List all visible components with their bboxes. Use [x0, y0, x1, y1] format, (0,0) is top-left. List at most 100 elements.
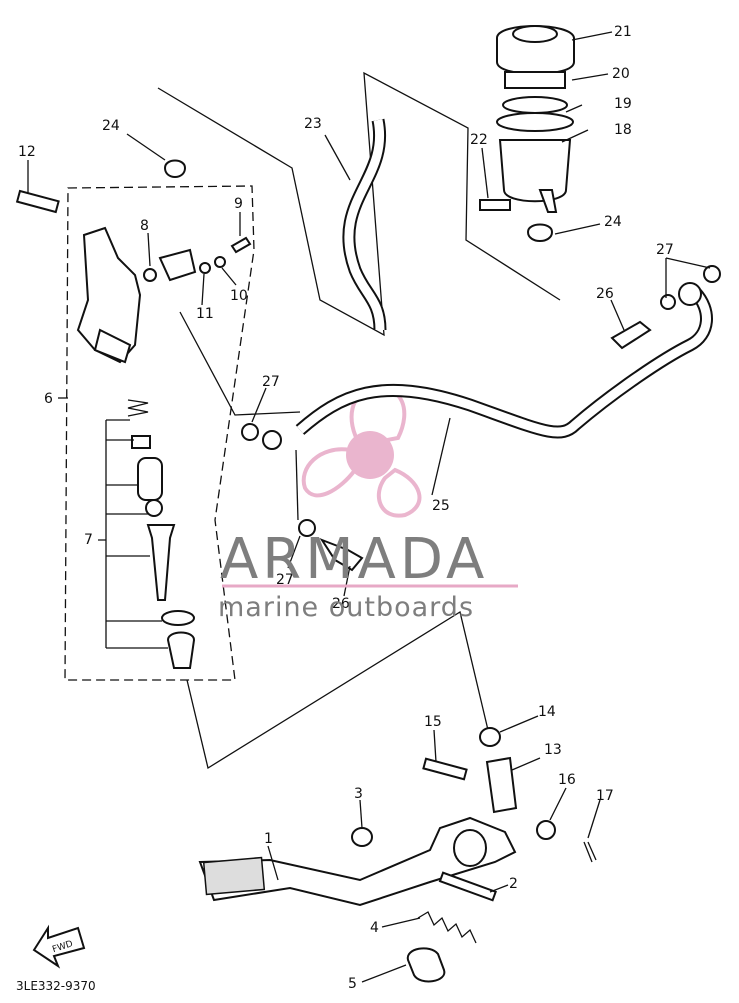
- callout-1: 1: [264, 831, 273, 847]
- reservoir-assembly: [479, 25, 575, 242]
- pedal-pad: [202, 856, 266, 896]
- callout-26-left: 26: [332, 596, 350, 612]
- fwd-arrow-icon: [32, 924, 86, 969]
- callout-27-mid: 27: [262, 374, 280, 390]
- bolt-12: [15, 189, 60, 214]
- watermark-tagline: marine outboards: [218, 592, 474, 623]
- callout-27-bottom: 27: [276, 572, 294, 588]
- clip-24-left: [163, 159, 187, 178]
- hose-25: [295, 287, 713, 439]
- hose-25-inner: [297, 288, 711, 437]
- spring-seat: [131, 435, 151, 449]
- callout-14: 14: [538, 704, 556, 720]
- callout-18: 18: [614, 122, 632, 138]
- callout-11: 11: [196, 306, 214, 322]
- propeller-hub: [346, 431, 394, 479]
- union-bolt-26-bottom: [319, 537, 364, 572]
- leader-lines: [27, 31, 711, 983]
- master-cylinder-body: [76, 226, 142, 364]
- washer-27-c: [298, 519, 316, 537]
- outline-mid: [179, 311, 301, 416]
- callout-21: 21: [614, 24, 632, 40]
- callout-26-right: 26: [596, 286, 614, 302]
- callout-10: 10: [230, 288, 248, 304]
- watermark-text: ARMADA marine outboards: [218, 527, 518, 623]
- callout-4: 4: [370, 920, 379, 936]
- group-7-bracket: [98, 419, 168, 649]
- callout-23: 23: [304, 116, 322, 132]
- cotter-pin-17: [583, 841, 597, 863]
- push-rod: [146, 524, 176, 601]
- fwd-arrow: FWD: [32, 924, 86, 969]
- outline-top: [157, 71, 561, 337]
- o-ring-8: [143, 268, 157, 282]
- callout-27-top-right: 27: [656, 242, 674, 258]
- washer-27-b: [241, 423, 259, 441]
- spring: [127, 399, 149, 417]
- brake-pedal: [198, 727, 597, 983]
- clevis-13: [485, 756, 518, 814]
- propeller-blade-left: [301, 447, 358, 498]
- callout-20: 20: [612, 66, 630, 82]
- reservoir-bolt-22: [479, 199, 511, 211]
- washer-27-d: [703, 265, 721, 283]
- reservoir-outlet: [538, 189, 558, 213]
- washer-27-e: [660, 294, 676, 310]
- reservoir-body: [498, 139, 572, 203]
- propeller-blade-right: [376, 467, 422, 518]
- reservoir-diaphragm: [502, 96, 568, 114]
- washer-10: [214, 256, 226, 268]
- internal-parts: [98, 399, 196, 669]
- callout-15: 15: [424, 714, 442, 730]
- washer-11: [199, 262, 211, 274]
- piston-ball: [145, 499, 163, 517]
- screw-9: [230, 236, 252, 254]
- union-bolt-26-top: [610, 320, 652, 350]
- callout-16: 16: [558, 772, 576, 788]
- sleeve-5: [406, 947, 446, 983]
- washer-16: [536, 820, 556, 840]
- diagram-code: 3LE332-9370: [16, 979, 96, 993]
- hose-fitting-top: [678, 282, 702, 306]
- callout-19: 19: [614, 96, 632, 112]
- callout-12: 12: [18, 144, 36, 160]
- callout-labels: 1 2 3 4 5 6 7 8 9 10 11 12 13 14 15 16 1…: [18, 24, 674, 992]
- pedal-arm: [198, 816, 517, 907]
- hose-23-inner: [344, 119, 385, 331]
- reservoir-ring: [496, 112, 574, 132]
- callout-22: 22: [470, 132, 488, 148]
- callout-3: 3: [354, 786, 363, 802]
- callout-13: 13: [544, 742, 562, 758]
- master-cylinder: [15, 159, 252, 364]
- nut-14: [479, 727, 501, 747]
- fitting-8-assembly: [158, 248, 197, 282]
- outline-bottom: [186, 610, 489, 770]
- callout-5: 5: [348, 976, 357, 992]
- master-cylinder-bore: [93, 328, 132, 364]
- watermark-brand: ARMADA: [220, 527, 488, 592]
- reservoir-cap-top: [512, 25, 558, 43]
- callout-2: 2: [509, 876, 518, 892]
- callout-24-right: 24: [604, 214, 622, 230]
- spring-4: [417, 911, 477, 944]
- nut-3: [351, 827, 373, 847]
- callout-9: 9: [234, 196, 243, 212]
- reservoir-clip-24: [526, 223, 554, 242]
- callout-17: 17: [596, 788, 614, 804]
- watermark-logo: [301, 385, 422, 518]
- circlip: [161, 610, 195, 626]
- pin-15: [422, 757, 468, 781]
- piston-cup: [137, 457, 163, 501]
- pin-2: [438, 871, 497, 902]
- callout-8: 8: [140, 218, 149, 234]
- pedal-pivot: [453, 829, 487, 867]
- callout-7: 7: [84, 532, 93, 548]
- callout-25: 25: [432, 498, 450, 514]
- assembly-6-box: [64, 185, 255, 681]
- callout-24-left: 24: [102, 118, 120, 134]
- washer-27-a: [262, 430, 282, 450]
- reservoir-diaphragm-plate: [504, 71, 566, 89]
- boot: [166, 631, 196, 669]
